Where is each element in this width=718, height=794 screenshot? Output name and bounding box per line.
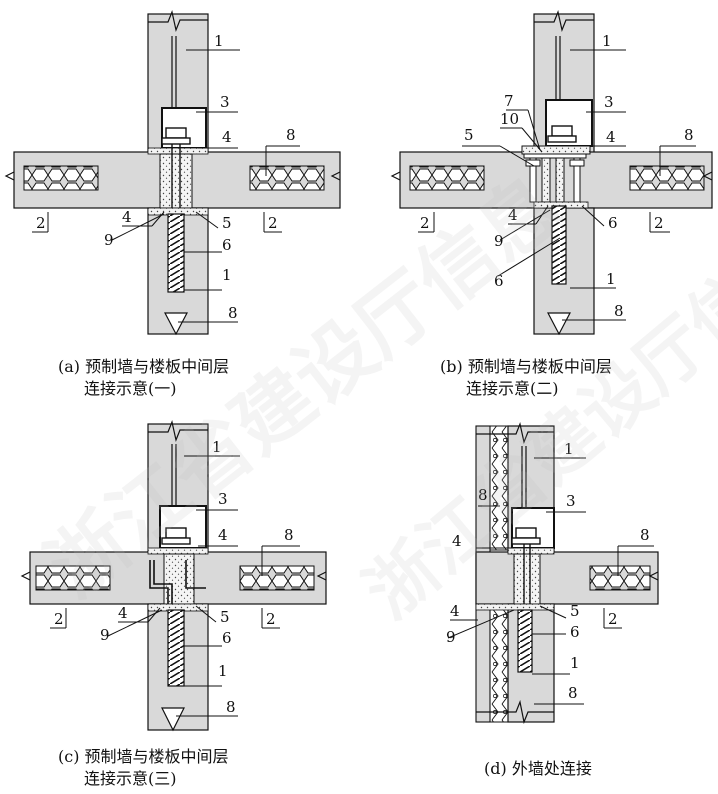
- svg-text:1: 1: [222, 266, 232, 284]
- panel-d-labels: 1 8 3 4 8 2 4 5 9 6 1 8: [446, 440, 654, 705]
- panel-a-drawing: [4, 9, 341, 336]
- caption-a-line1: (a) 预制墙与楼板中间层: [58, 357, 230, 376]
- panel-b-drawing: [390, 9, 713, 336]
- svg-text:6: 6: [222, 236, 232, 254]
- svg-text:4: 4: [218, 526, 228, 544]
- svg-text:1: 1: [214, 32, 224, 50]
- caption-b-line1: (b) 预制墙与楼板中间层: [440, 357, 612, 376]
- caption-a-line2: 连接示意(一): [84, 379, 177, 398]
- svg-text:6: 6: [570, 623, 580, 641]
- svg-text:2: 2: [266, 610, 276, 628]
- svg-text:1: 1: [218, 662, 228, 680]
- svg-text:4: 4: [122, 208, 132, 226]
- svg-text:9: 9: [494, 232, 504, 250]
- svg-text:2: 2: [268, 214, 278, 232]
- caption-d: (d) 外墙处连接: [484, 758, 592, 780]
- svg-text:8: 8: [284, 526, 294, 544]
- svg-text:4: 4: [452, 532, 462, 550]
- svg-text:3: 3: [218, 490, 228, 508]
- svg-text:4: 4: [508, 206, 518, 224]
- svg-text:5: 5: [220, 608, 230, 626]
- svg-text:5: 5: [222, 214, 232, 232]
- panel-a-labels: 1 3 4 8 2 2 4 5 9 6 1 8: [32, 32, 300, 323]
- svg-text:10: 10: [500, 110, 519, 128]
- svg-text:6: 6: [494, 272, 504, 290]
- panel-c-drawing: [20, 419, 327, 732]
- svg-text:8: 8: [568, 684, 578, 702]
- caption-c-line1: (c) 预制墙与楼板中间层: [58, 747, 229, 766]
- caption-b: (b) 预制墙与楼板中间层 连接示意(二): [440, 356, 612, 400]
- svg-text:2: 2: [54, 610, 64, 628]
- panel-d-drawing: [475, 421, 659, 725]
- svg-text:8: 8: [614, 302, 624, 320]
- svg-text:8: 8: [286, 126, 296, 144]
- caption-c: (c) 预制墙与楼板中间层 连接示意(三): [58, 746, 229, 790]
- svg-text:9: 9: [104, 231, 114, 249]
- svg-text:8: 8: [478, 486, 488, 504]
- svg-text:4: 4: [450, 602, 460, 620]
- svg-text:1: 1: [606, 270, 616, 288]
- caption-c-line2: 连接示意(三): [84, 769, 177, 788]
- svg-text:2: 2: [36, 214, 46, 232]
- svg-text:6: 6: [222, 629, 232, 647]
- svg-text:5: 5: [570, 602, 580, 620]
- svg-text:9: 9: [446, 628, 456, 646]
- svg-text:1: 1: [212, 438, 222, 456]
- caption-a: (a) 预制墙与楼板中间层 连接示意(一): [58, 356, 229, 400]
- svg-text:9: 9: [100, 626, 110, 644]
- svg-text:1: 1: [564, 440, 574, 458]
- panel-c-labels: 1 3 4 8 2 2 4 5 9 6 1 8: [50, 438, 300, 717]
- svg-text:2: 2: [420, 214, 430, 232]
- svg-text:1: 1: [570, 654, 580, 672]
- svg-text:3: 3: [220, 93, 230, 111]
- svg-text:4: 4: [222, 128, 232, 146]
- svg-text:4: 4: [606, 128, 616, 146]
- svg-text:2: 2: [654, 214, 664, 232]
- svg-text:8: 8: [684, 126, 694, 144]
- svg-text:3: 3: [604, 93, 614, 111]
- caption-b-line2: 连接示意(二): [466, 379, 559, 398]
- svg-text:7: 7: [504, 92, 514, 110]
- svg-text:8: 8: [226, 698, 236, 716]
- svg-text:8: 8: [228, 304, 238, 322]
- svg-text:3: 3: [566, 492, 576, 510]
- svg-text:8: 8: [640, 526, 650, 544]
- caption-d-line1: (d) 外墙处连接: [484, 759, 592, 778]
- svg-text:6: 6: [608, 214, 618, 232]
- svg-text:2: 2: [608, 610, 618, 628]
- panel-b-labels: 1 3 4 7 10 5 8 2 2 4 6 9 6 1 8: [418, 32, 696, 321]
- svg-text:1: 1: [602, 32, 612, 50]
- svg-text:4: 4: [118, 604, 128, 622]
- svg-text:5: 5: [464, 126, 474, 144]
